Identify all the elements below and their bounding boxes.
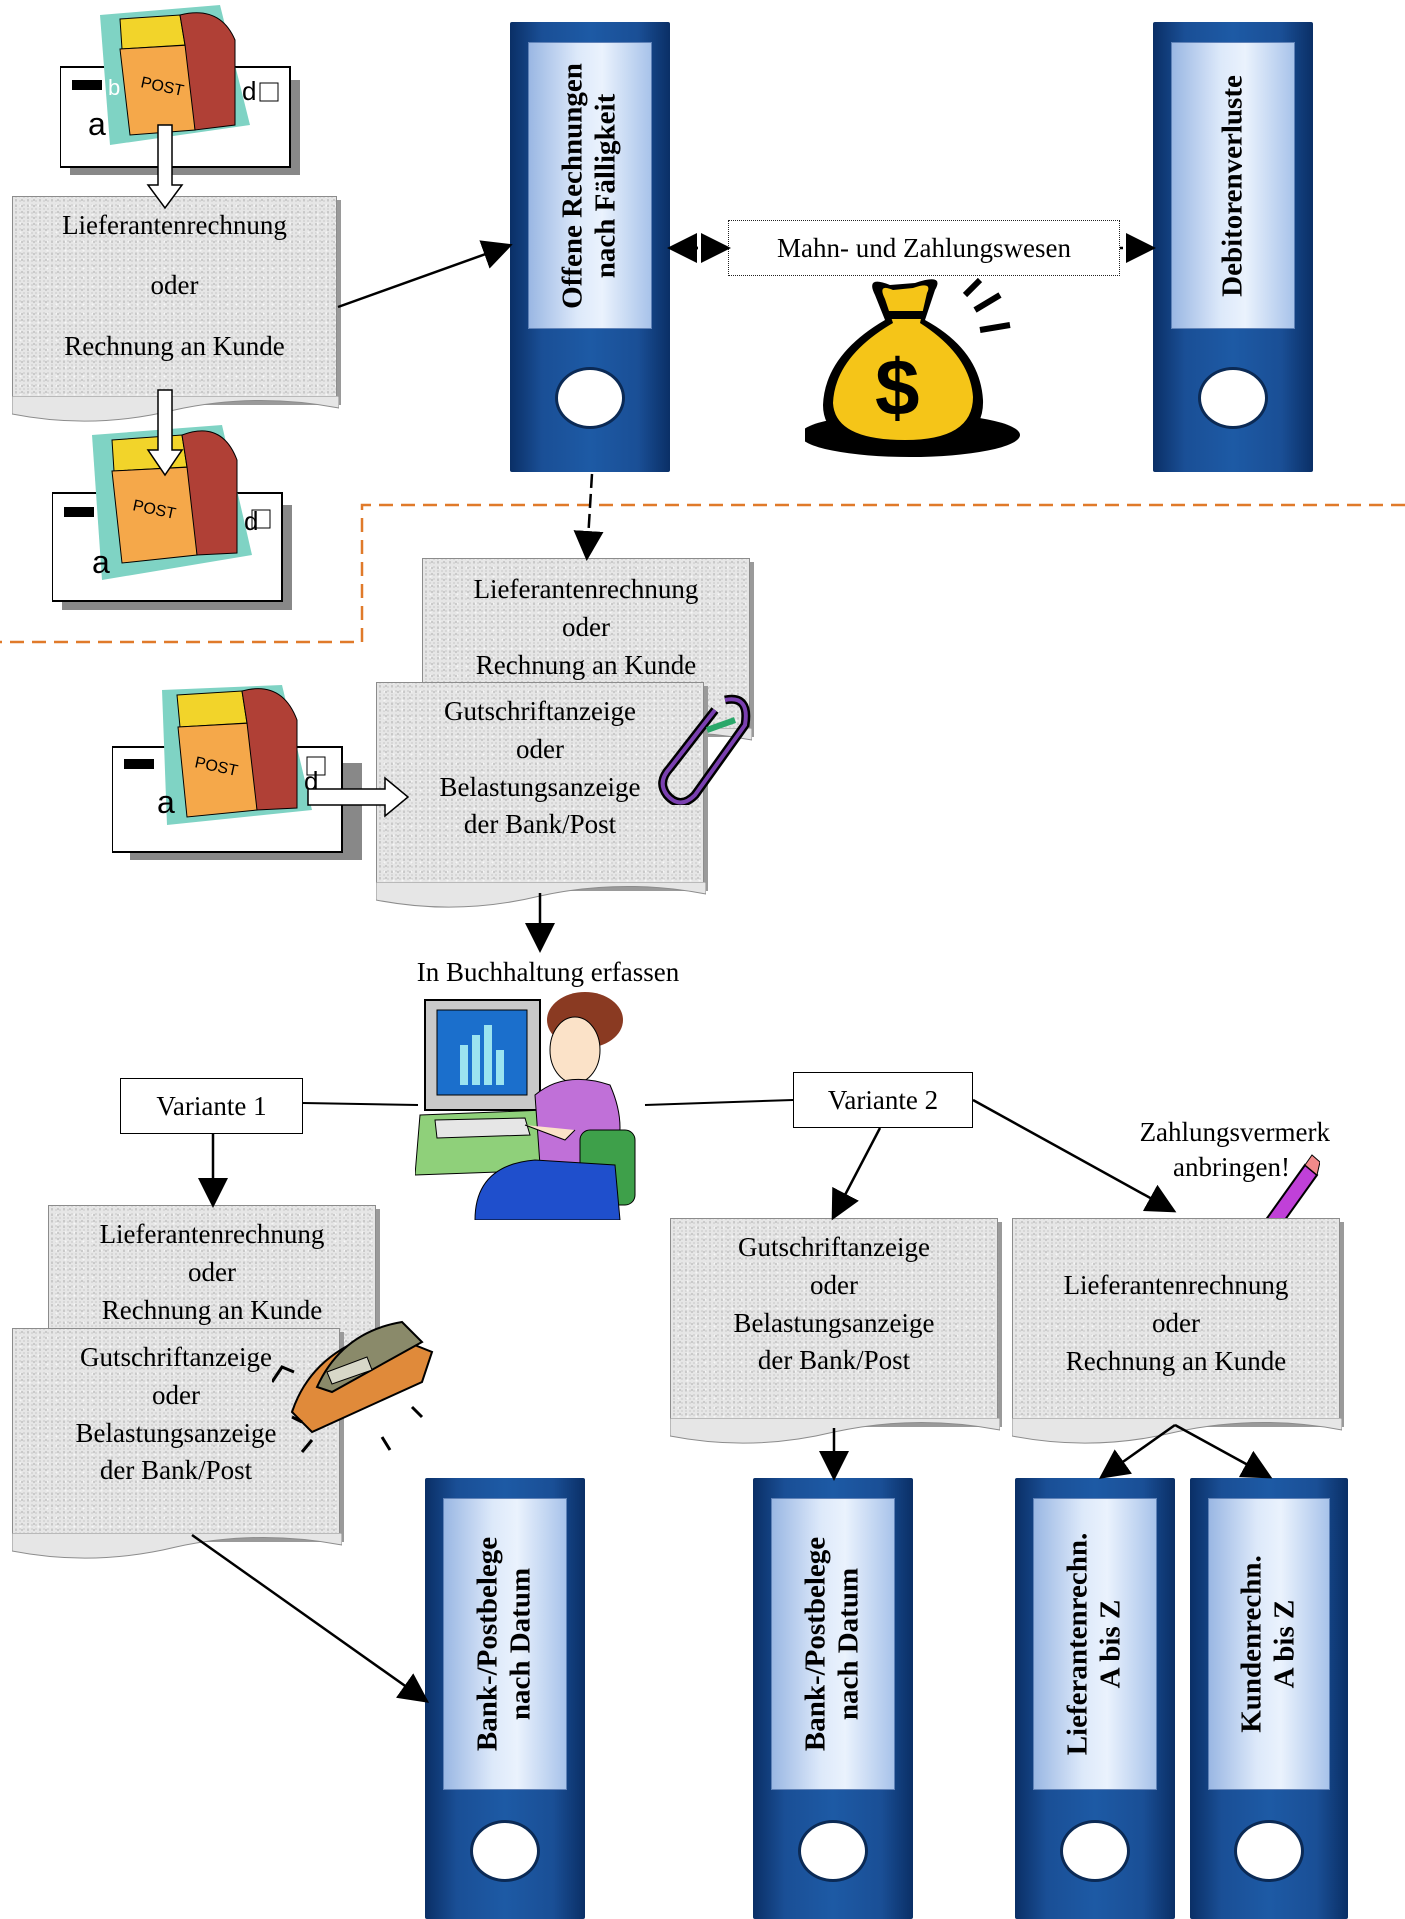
arrow <box>1098 1423 1176 1479</box>
payment-note: Zahlungsvermerk anbringen! <box>1080 1115 1330 1185</box>
dunning-box: Mahn- und Zahlungswesen <box>728 220 1120 276</box>
doc-line: Rechnung an Kunde <box>64 330 285 361</box>
doc-line: Lieferantenrechnung <box>1063 1270 1289 1300</box>
variant-1-text: Variante 1 <box>156 1090 267 1121</box>
doc-line: oder <box>152 1379 200 1410</box>
doc-line: der Bank/Post <box>757 1345 911 1376</box>
document-wave <box>12 396 339 422</box>
binder-ring <box>1234 1820 1304 1882</box>
binder-supplier-invoices: Lieferantenrechn. A bis Z <box>1015 1478 1175 1919</box>
variant-1-label: Variante 1 <box>120 1078 303 1134</box>
doc-line: Gutschriftanzeige <box>738 1232 930 1262</box>
payment-note-line: anbringen! <box>1173 1152 1290 1183</box>
doc-line: Rechnung an Kunde <box>1065 1345 1287 1376</box>
variant-2-label: Variante 2 <box>793 1072 973 1128</box>
doc-line: Lieferantenrechnung <box>62 210 287 240</box>
doc-line: der Bank/Post <box>463 809 617 840</box>
hollow-arrow <box>146 124 184 210</box>
binder-label: Lieferantenrechn. A bis Z <box>1033 1498 1157 1790</box>
credit-document-v1: Gutschriftanzeige oder Belastungsanzeige… <box>12 1328 342 1559</box>
doc-line: der Bank/Post <box>99 1455 253 1486</box>
binder-label: Bank-/Postbelege nach Datum <box>771 1498 895 1790</box>
section-separator <box>0 503 1405 644</box>
binder-ring <box>555 367 625 429</box>
doc-line: oder <box>516 733 564 764</box>
binder-label: Offene Rechnungen nach Fälligkeit <box>528 42 652 329</box>
document-wave <box>1012 1418 1342 1444</box>
arrow <box>972 1098 1177 1213</box>
dunning-label: Mahn- und Zahlungswesen <box>777 232 1071 263</box>
doc-line: oder <box>562 611 610 642</box>
svg-text:$: $ <box>875 343 920 432</box>
svg-text:a: a <box>92 544 110 580</box>
svg-text:d: d <box>244 506 258 536</box>
dashed-arrow <box>573 473 604 561</box>
doc-line: oder <box>150 270 199 301</box>
svg-text:a: a <box>157 784 175 820</box>
payment-note-line: Zahlungsvermerk <box>1139 1117 1330 1147</box>
binder-ring <box>1060 1820 1130 1882</box>
doc-line: Lieferantenrechnung <box>99 1219 325 1249</box>
mailbox-icon: POST a d <box>51 405 292 610</box>
hollow-arrow <box>307 776 410 818</box>
money-bag-icon: $ <box>800 275 1025 460</box>
doc-line: oder <box>188 1256 236 1287</box>
svg-text:d: d <box>242 76 256 106</box>
doc-line: Lieferantenrechnung <box>473 574 699 604</box>
svg-text:a: a <box>88 106 106 142</box>
credit-document-v2: Gutschriftanzeige oder Belastungsanzeige… <box>670 1218 1000 1444</box>
binder-label: Debitorenverluste <box>1171 42 1295 329</box>
mailbox-icon: POST a d <box>111 685 362 860</box>
binder-customer-invoices: Kundenrechn. A bis Z <box>1190 1478 1348 1919</box>
doc-line: oder <box>810 1269 858 1300</box>
variant-2-text: Variante 2 <box>827 1084 939 1115</box>
binder-bank-post-v1: Bank-/Postbelege nach Datum <box>425 1478 585 1919</box>
arrow <box>831 1127 882 1221</box>
credit-document-middle: Gutschriftanzeige oder Belastungsanzeige… <box>376 682 706 908</box>
binder-ring <box>1198 367 1268 429</box>
binder-ring <box>798 1820 868 1882</box>
binder-bad-debts: Debitorenverluste <box>1153 22 1313 472</box>
binder-label: Kundenrechn. A bis Z <box>1208 1498 1330 1790</box>
svg-text:b: b <box>108 75 120 100</box>
doc-line: Gutschriftanzeige <box>444 696 636 726</box>
arrow <box>191 1533 430 1703</box>
doc-line: Belastungsanzeige <box>439 771 641 802</box>
doc-line: oder <box>1152 1307 1200 1338</box>
invoice-document-top: Lieferantenrechnung oder Rechnung an Kun… <box>12 196 339 422</box>
arrow <box>337 240 513 309</box>
connector-line <box>302 1102 419 1106</box>
doc-line: Belastungsanzeige <box>75 1417 277 1448</box>
paperclip-icon <box>655 690 755 807</box>
connector-line <box>644 1099 794 1106</box>
hollow-arrow <box>146 389 184 477</box>
doc-line: Rechnung an Kunde <box>475 649 697 680</box>
doc-line: Gutschriftanzeige <box>80 1342 272 1372</box>
invoice-document-v2: Lieferantenrechnung oder Rechnung an Kun… <box>1012 1218 1342 1444</box>
accountant-computer-icon <box>414 990 645 1221</box>
binder-label: Bank-/Postbelege nach Datum <box>443 1498 567 1790</box>
binder-bank-post-v2: Bank-/Postbelege nach Datum <box>753 1478 913 1919</box>
booking-label: In Buchhaltung erfassen <box>416 957 680 987</box>
doc-line: Rechnung an Kunde <box>101 1294 323 1325</box>
mailbox-icon: POST a b d <box>59 5 300 180</box>
stapler-icon <box>270 1312 442 1462</box>
binder-ring <box>470 1820 540 1882</box>
document-wave <box>12 1533 342 1559</box>
doc-line: Belastungsanzeige <box>733 1307 935 1338</box>
binder-open-invoices: Offene Rechnungen nach Fälligkeit <box>510 22 670 472</box>
arrow <box>1174 1423 1273 1479</box>
